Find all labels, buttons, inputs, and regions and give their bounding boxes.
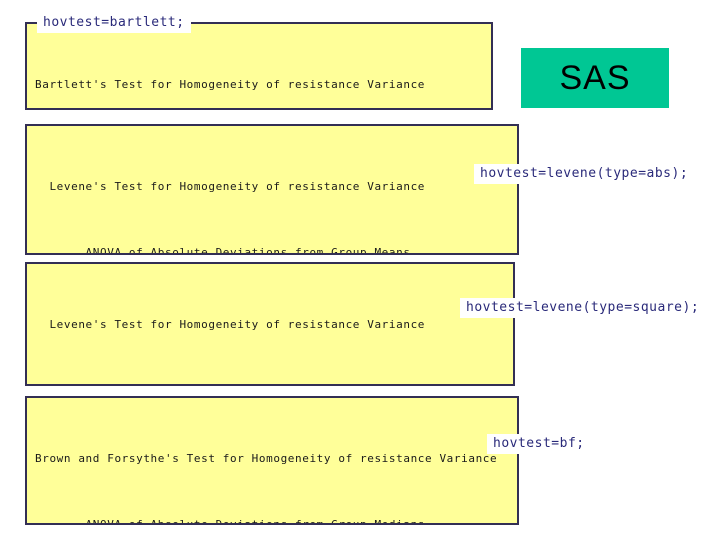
output-box-brown-forsythe: Brown and Forsythe's Test for Homogeneit… bbox=[25, 396, 519, 525]
output-line: Levene's Test for Homogeneity of resista… bbox=[35, 318, 426, 331]
output-line: ANOVA of Absolute Deviations from Group … bbox=[35, 518, 426, 525]
output-box-levene-abs: Levene's Test for Homogeneity of resista… bbox=[25, 124, 519, 255]
annotation-hovtest-bf: hovtest=bf; bbox=[487, 434, 591, 454]
sas-logo: SAS bbox=[521, 48, 669, 108]
annotation-hovtest-levene-abs: hovtest=levene(type=abs); bbox=[474, 164, 695, 184]
output-line: Brown and Forsythe's Test for Homogeneit… bbox=[35, 452, 498, 465]
output-box-bartlett: Bartlett's Test for Homogeneity of resis… bbox=[25, 22, 493, 110]
output-line: ANOVA of Squared Deviations from Group M… bbox=[35, 380, 505, 384]
annotation-hovtest-bartlett: hovtest=bartlett; bbox=[37, 13, 191, 33]
output-line: ANOVA of Absolute Deviations from Group … bbox=[35, 246, 411, 255]
output-line: Bartlett's Test for Homogeneity of resis… bbox=[35, 78, 426, 91]
annotation-hovtest-levene-square: hovtest=levene(type=square); bbox=[460, 298, 706, 318]
output-box-levene-square: Levene's Test for Homogeneity of resista… bbox=[25, 262, 515, 386]
output-line: Levene's Test for Homogeneity of resista… bbox=[35, 180, 426, 193]
sas-logo-text: SAS bbox=[559, 59, 631, 97]
